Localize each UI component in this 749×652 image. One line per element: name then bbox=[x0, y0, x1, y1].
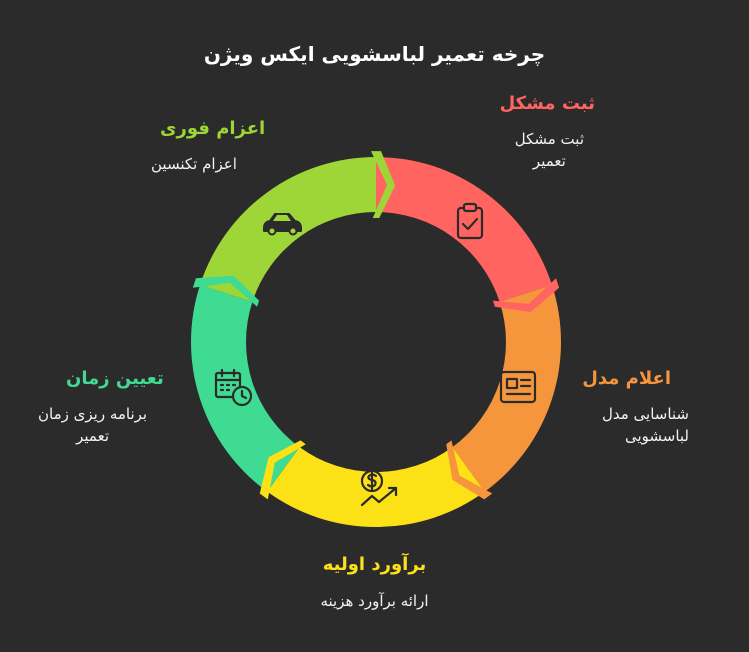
stage-desc-announce-model: شناسایی مدل لباسشویی bbox=[601, 405, 689, 445]
diagram-title: چرخه تعمیر لباسشویی ایکس ویژن bbox=[203, 42, 546, 66]
car-icon bbox=[263, 213, 302, 236]
ring-segment-report-problem bbox=[376, 157, 552, 302]
stage-desc-initial-estimate: ارائه برآورد هزینه bbox=[320, 592, 429, 610]
stage-desc-dispatch: اعزام تکنسین bbox=[151, 155, 237, 173]
stage-title-initial-estimate: برآورد اولیه bbox=[322, 554, 427, 575]
newspaper-icon bbox=[499, 370, 537, 404]
stage-title-announce-model: اعلام مدل bbox=[582, 368, 671, 389]
calendar-clock-icon bbox=[214, 368, 253, 407]
dollar-growth-icon bbox=[360, 469, 398, 507]
stage-title-schedule: تعیین زمان bbox=[66, 368, 164, 389]
ring-segment-dispatch-arrowhead bbox=[371, 151, 396, 219]
ring-segment-initial-estimate bbox=[267, 447, 485, 528]
clipboard-check-icon bbox=[456, 202, 484, 240]
ring-segment-announce-model-arrowhead bbox=[446, 440, 493, 500]
stage-desc-report-problem: ثبت مشکل تعمیر bbox=[514, 130, 584, 170]
stage-title-dispatch: اعزام فوری bbox=[160, 118, 266, 139]
ring-segment-initial-estimate-arrowhead bbox=[259, 440, 306, 500]
stage-desc-schedule: برنامه ریزی زمان تعمیر bbox=[38, 405, 148, 445]
stage-title-report-problem: ثبت مشکل bbox=[499, 93, 595, 114]
ring-segment-schedule-arrowhead bbox=[192, 275, 260, 307]
ring-segment-report-problem-arrowhead bbox=[492, 278, 560, 312]
